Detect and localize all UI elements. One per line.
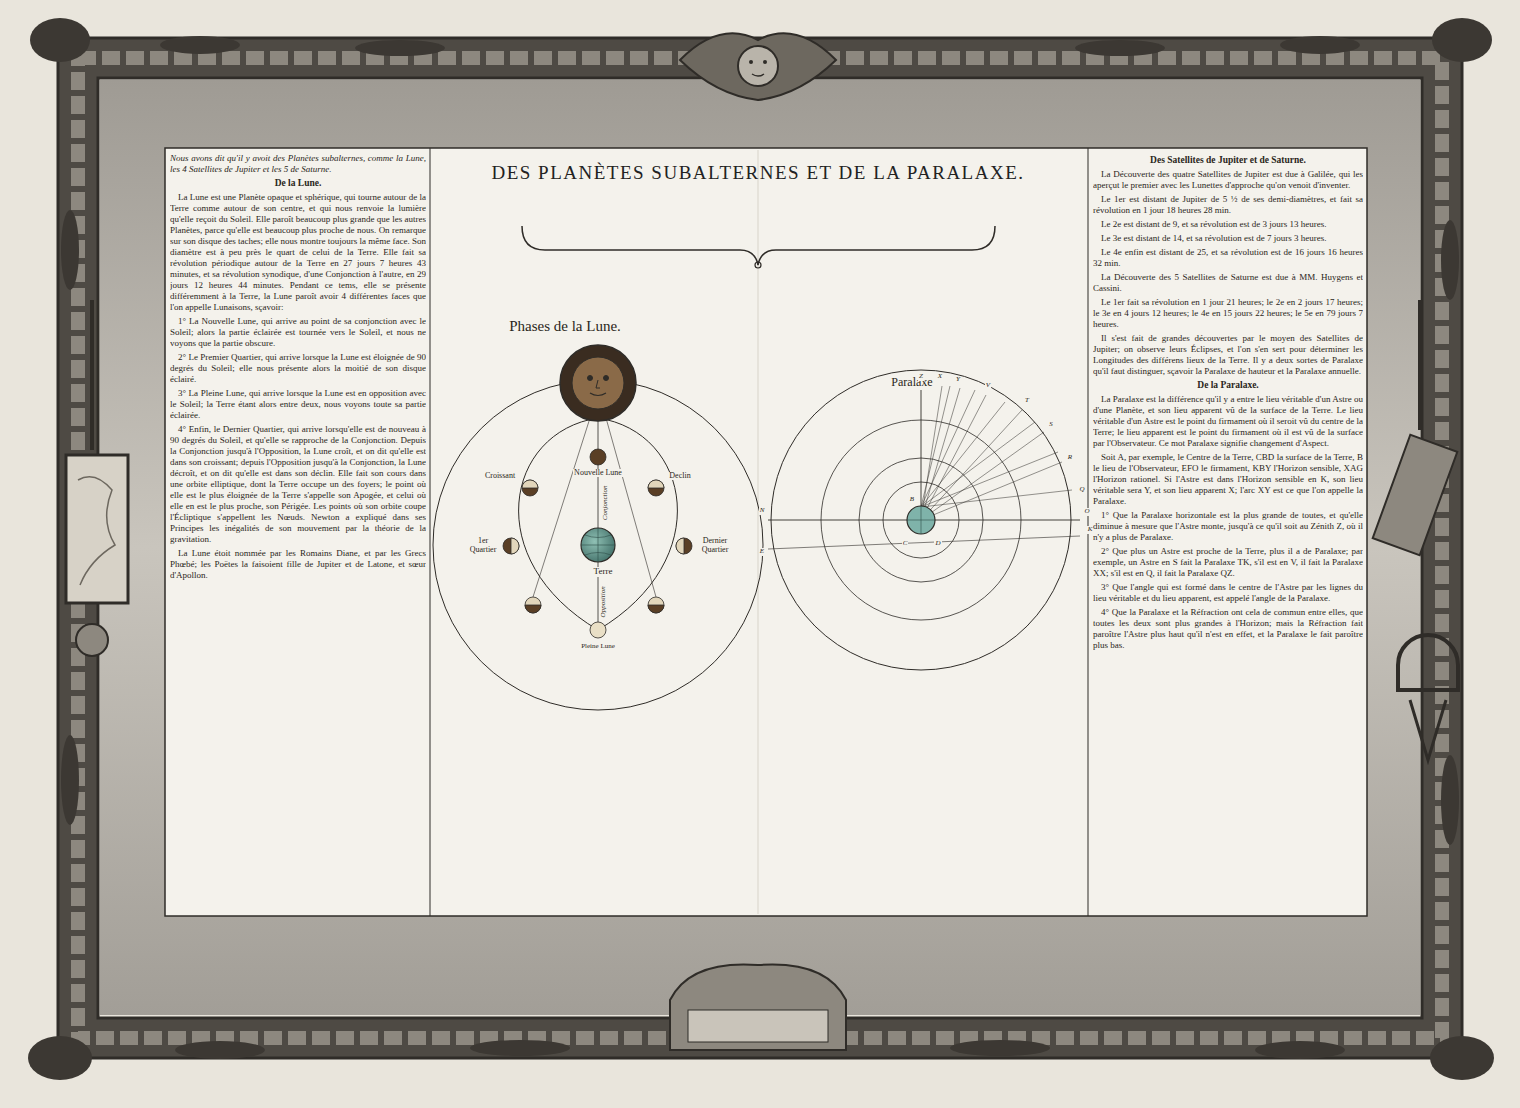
body-text: 1° Que la Paralaxe horizontale est la pl… [1093, 510, 1363, 543]
body-text: 4° Que la Paralaxe et la Réfraction ont … [1093, 607, 1363, 651]
point-letter: T [1024, 397, 1030, 405]
section-heading: De la Lune. [170, 178, 426, 189]
body-text: La Lune est une Planète opaque et sphéri… [170, 192, 426, 313]
point-letter: C [902, 540, 909, 548]
matte [100, 80, 1420, 1015]
body-text: Le 2e est distant de 9, et sa révolution… [1093, 219, 1363, 230]
plate-title: DES PLANÈTES SUBALTERNES ET DE LA PARALA… [478, 160, 1038, 186]
point-letter: V [985, 382, 991, 390]
figure-label: Opposition [600, 585, 608, 618]
body-text: 2° Que plus un Astre est proche de la Te… [1093, 546, 1363, 579]
frame-band [78, 58, 1442, 1038]
mask-ornament [680, 33, 836, 100]
figure-label: Nouvelle Lune [573, 469, 623, 478]
point-letter: E [759, 548, 765, 556]
section-heading: De la Paralaxe. [1093, 380, 1363, 391]
frame-edge [58, 38, 1462, 1058]
point-letter: X [937, 373, 943, 381]
title-bracket [755, 262, 761, 268]
point-letter: N [759, 507, 766, 515]
figure-heading: Phases de la Lune. [508, 318, 622, 335]
figure-label: Declin [668, 472, 691, 481]
ornamental-frame [28, 18, 1494, 1080]
point-letter: B [909, 496, 915, 504]
point-letter: R [1067, 454, 1073, 462]
section-heading: Des Satellites de Jupiter et de Saturne. [1093, 155, 1363, 166]
body-text: Il s'est fait de grandes découvertes par… [1093, 333, 1363, 377]
instrument-trophy [1373, 300, 1458, 760]
point-letter: S [1048, 421, 1054, 429]
point-letter: Y [955, 376, 961, 384]
body-text: La Découverte des quatre Satellites de J… [1093, 169, 1363, 191]
title-bracket [522, 226, 995, 265]
body-text: Le 3e est distant de 14, et sa révolutio… [1093, 233, 1363, 244]
frame-moulding [78, 58, 1442, 1038]
text-column: Nous avons dit qu'il y avoit des Planète… [170, 153, 426, 911]
bottom-cartouche [670, 964, 846, 1050]
foliage [28, 18, 1494, 1080]
text-panel [165, 148, 1367, 916]
frame-edge [98, 78, 1422, 1018]
text-column: Des Satellites de Jupiter et de Saturne.… [1093, 153, 1363, 911]
figure-label: Pleine Lune [580, 643, 616, 651]
point-letter: D [934, 540, 941, 548]
point-letter: K [1087, 526, 1094, 534]
body-text: 2° Le Premier Quartier, qui arrive lorsq… [170, 352, 426, 385]
body-text: Soit A, par exemple, le Centre de la Ter… [1093, 452, 1363, 507]
point-letter: O [1083, 508, 1090, 516]
figure-label: Croissant [484, 472, 516, 481]
parallax-figure [768, 370, 1080, 670]
body-text: La Découverte des 5 Satellites de Saturn… [1093, 272, 1363, 294]
body-text: Le 4e enfin est distant de 25, et sa rév… [1093, 247, 1363, 269]
body-text: La Lune étoit nommée par les Romains Dia… [170, 548, 426, 581]
body-text: 4° Enfin, le Dernier Quartier, qui arriv… [170, 424, 426, 545]
figure-label: 1er Quartier [465, 537, 501, 555]
figure-label: Conjonction [602, 485, 610, 522]
body-text: 3° Que l'angle qui est formé dans le cen… [1093, 582, 1363, 604]
map-trophy [66, 300, 128, 656]
body-text: La Paralaxe est la différence qu'il y a … [1093, 394, 1363, 449]
figure-label: Dernier Quartier [694, 537, 736, 555]
body-text: Le 1er est distant de Jupiter de 5 ½ de … [1093, 194, 1363, 216]
point-letter: Z [918, 373, 924, 381]
body-text: Le 1er fait sa révolution en 1 jour 21 h… [1093, 297, 1363, 330]
figure-heading: Paralaxe [890, 376, 933, 389]
column-rule [430, 148, 431, 916]
point-letter: Q [1078, 486, 1085, 494]
body-text: 1° La Nouvelle Lune, qui arrive au point… [170, 316, 426, 349]
body-text: 3° La Pleine Lune, qui arrive lorsque la… [170, 388, 426, 421]
body-text: Nous avons dit qu'il y avoit des Planète… [170, 153, 426, 175]
moon-phases-figure [433, 345, 763, 710]
figure-label: Terre [593, 567, 614, 577]
